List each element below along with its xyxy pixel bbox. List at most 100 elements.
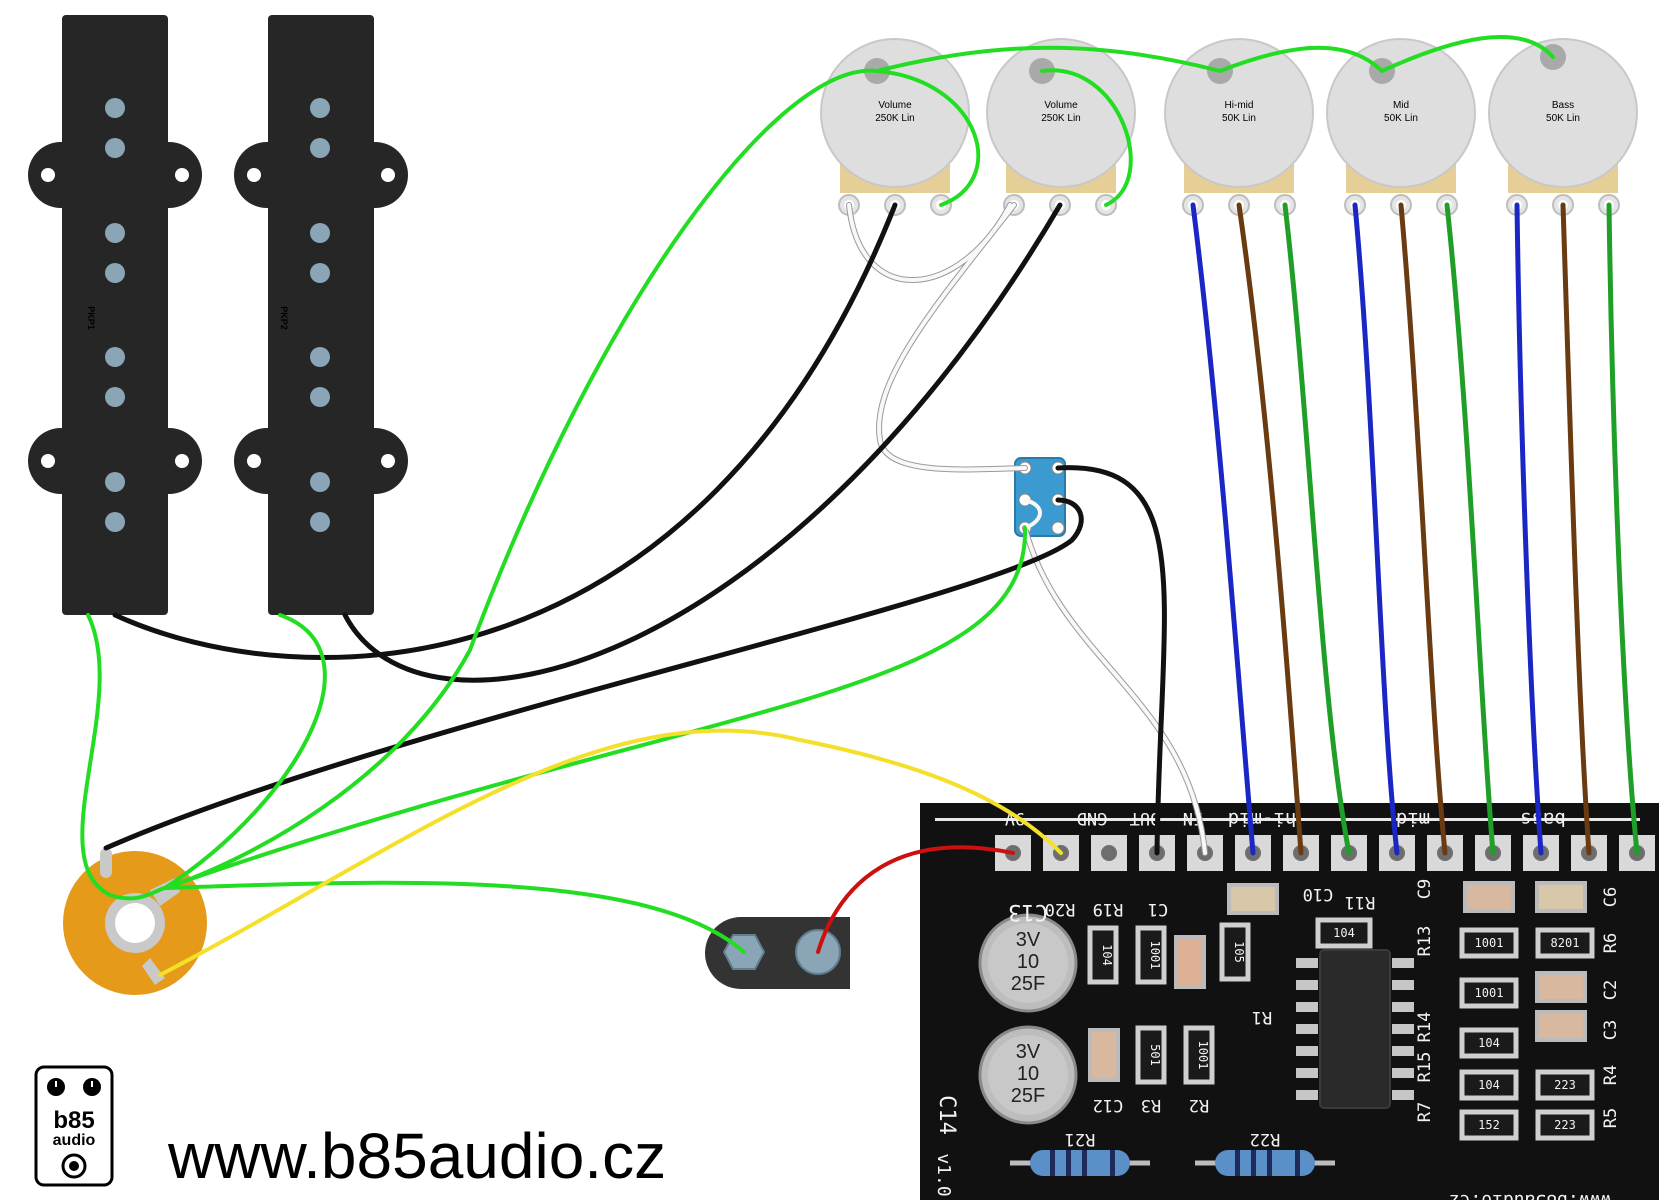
ref-r2: R2 <box>1189 1095 1209 1115</box>
resistor-r21 <box>1010 1150 1150 1176</box>
pot-volume-2: Volume 250K Lin <box>986 38 1136 216</box>
ref-r22: R22 <box>1250 1129 1281 1149</box>
cap-value: 10 <box>1017 951 1039 973</box>
smd-code: 8201 <box>1551 936 1580 950</box>
wire-green-mid <box>1444 202 1496 856</box>
pot-bass: Bass 50K Lin <box>1488 38 1638 216</box>
wire-red <box>816 845 1015 954</box>
pcb-url: www.b85audio.cz <box>1449 1190 1612 1200</box>
output-jack <box>63 848 207 995</box>
electrolytic-cap-c13: 3V 10 25F <box>978 913 1078 1013</box>
smd-code: 104 <box>1100 944 1114 966</box>
wire-black-switch-pcb <box>1055 465 1167 856</box>
pickup-pkp1: PKP1 <box>28 15 202 615</box>
ref-r5: R5 <box>1601 1108 1621 1128</box>
smd-code: 1001 <box>1148 941 1162 970</box>
cap-rating: 25F <box>1011 1085 1045 1107</box>
electrolytic-cap-c14: 3V 10 25F <box>978 1025 1078 1125</box>
ref-c10: C10 <box>1303 884 1334 904</box>
wire-brown-bass <box>1560 202 1592 856</box>
wire-blue-bass <box>1514 202 1544 856</box>
cap-rating: 25F <box>1011 973 1045 995</box>
smd-code: 1001 <box>1475 936 1504 950</box>
pad-label-bass: bass <box>1520 808 1566 830</box>
wire-black-pkp1 <box>112 202 898 661</box>
ref-r19: R19 <box>1093 899 1124 919</box>
pot-value: 50K Lin <box>1222 113 1256 124</box>
wire-black-pkp2 <box>342 202 1063 683</box>
pcb-designators: C13 R20 R19 C1 C10 R11 C9 R13 R14 R15 R7… <box>933 879 1621 1200</box>
wire-green-pkp1 <box>80 613 167 901</box>
pad-label-mid: mid <box>1396 808 1430 830</box>
cap-value: 10 <box>1017 1063 1039 1085</box>
pad-label-gnd: GND <box>1077 808 1108 828</box>
cap-voltage: 3V <box>1016 1041 1041 1063</box>
ref-r20: R20 <box>1045 899 1076 919</box>
smd-code: 104 <box>1478 1036 1500 1050</box>
pot-name: Volume <box>878 100 912 111</box>
smd-code: 104 <box>1478 1078 1500 1092</box>
wire-yellow <box>158 728 1063 977</box>
ref-c1: C1 <box>1148 899 1168 919</box>
smd-code: 152 <box>1478 1118 1500 1132</box>
pad-label-hi-mid: hi-mid <box>1228 808 1297 830</box>
website-text[interactable]: www.b85audio.cz <box>167 1120 666 1192</box>
pot-value: 50K Lin <box>1546 113 1580 124</box>
ref-c6: C6 <box>1601 887 1621 907</box>
ref-c2: C2 <box>1601 980 1621 1000</box>
smd-code: 501 <box>1148 1044 1162 1066</box>
ref-r6: R6 <box>1601 933 1621 953</box>
wire-green-pkp2 <box>163 613 327 890</box>
smd-code: 1001 <box>1475 986 1504 1000</box>
wires <box>80 35 1640 977</box>
pot-name: Bass <box>1552 100 1574 111</box>
pot-name: Mid <box>1393 100 1409 111</box>
logo-text-bottom: audio <box>53 1132 96 1149</box>
pad-label-out: OUT <box>1130 808 1161 828</box>
battery-clip <box>705 917 850 989</box>
wire-brown-himid <box>1236 202 1304 856</box>
pcb-ic <box>1296 949 1414 1109</box>
ref-r11: R11 <box>1345 892 1376 912</box>
wire-blue-himid <box>1190 202 1256 856</box>
wire-green-battery <box>163 880 746 954</box>
ref-r1: R1 <box>1252 1007 1272 1027</box>
preamp-pcb: 9V GND OUT IN hi-mid mid bass <box>920 803 1659 1200</box>
ref-r4: R4 <box>1601 1065 1621 1085</box>
pickup-label-pkp1: PKP1 <box>86 306 96 330</box>
pot-name: Volume <box>1044 100 1078 111</box>
pot-name: Hi-mid <box>1225 100 1254 111</box>
pot-value: 250K Lin <box>875 113 914 124</box>
smd-code: 104 <box>1333 926 1355 940</box>
ref-c12: C12 <box>1093 1095 1124 1115</box>
pcb-version: v1.0 <box>933 1153 954 1196</box>
ref-r3: R3 <box>1141 1095 1161 1115</box>
wire-green-switch <box>163 526 1028 890</box>
wire-green-bass <box>1606 202 1640 856</box>
cap-voltage: 3V <box>1016 929 1041 951</box>
wire-brown-mid <box>1398 202 1448 856</box>
ref-c13: C13 <box>1008 899 1048 924</box>
smd-code: 105 <box>1232 941 1246 963</box>
ref-c9: C9 <box>1415 879 1435 899</box>
ref-r13: R13 <box>1415 926 1435 957</box>
wire-green-pot-link <box>875 35 1555 74</box>
wire-green-himid <box>1282 202 1352 856</box>
resistor-r22 <box>1195 1150 1335 1176</box>
wire-blue-mid <box>1352 202 1400 856</box>
wire-green-vol2 <box>1040 68 1133 207</box>
pcb-smd-parts: 104 1001 105 501 1001 104 1001 8201 1001… <box>1087 881 1595 1141</box>
pot-value: 250K Lin <box>1041 113 1080 124</box>
pickup-label-pkp2: PKP2 <box>279 306 289 330</box>
smd-code: 1001 <box>1196 1041 1210 1070</box>
ref-r15: R15 <box>1415 1052 1435 1083</box>
ref-c3: C3 <box>1601 1020 1621 1040</box>
logo-text-top: b85 <box>53 1107 94 1134</box>
smd-code: 223 <box>1554 1118 1576 1132</box>
ref-r21: R21 <box>1065 1129 1096 1149</box>
ref-c14: C14 <box>934 1095 959 1135</box>
ref-r7: R7 <box>1415 1102 1435 1122</box>
ref-r14: R14 <box>1415 1012 1435 1043</box>
b85-logo: b85 audio <box>34 1065 114 1187</box>
pickup-pkp2: PKP2 <box>234 15 408 615</box>
